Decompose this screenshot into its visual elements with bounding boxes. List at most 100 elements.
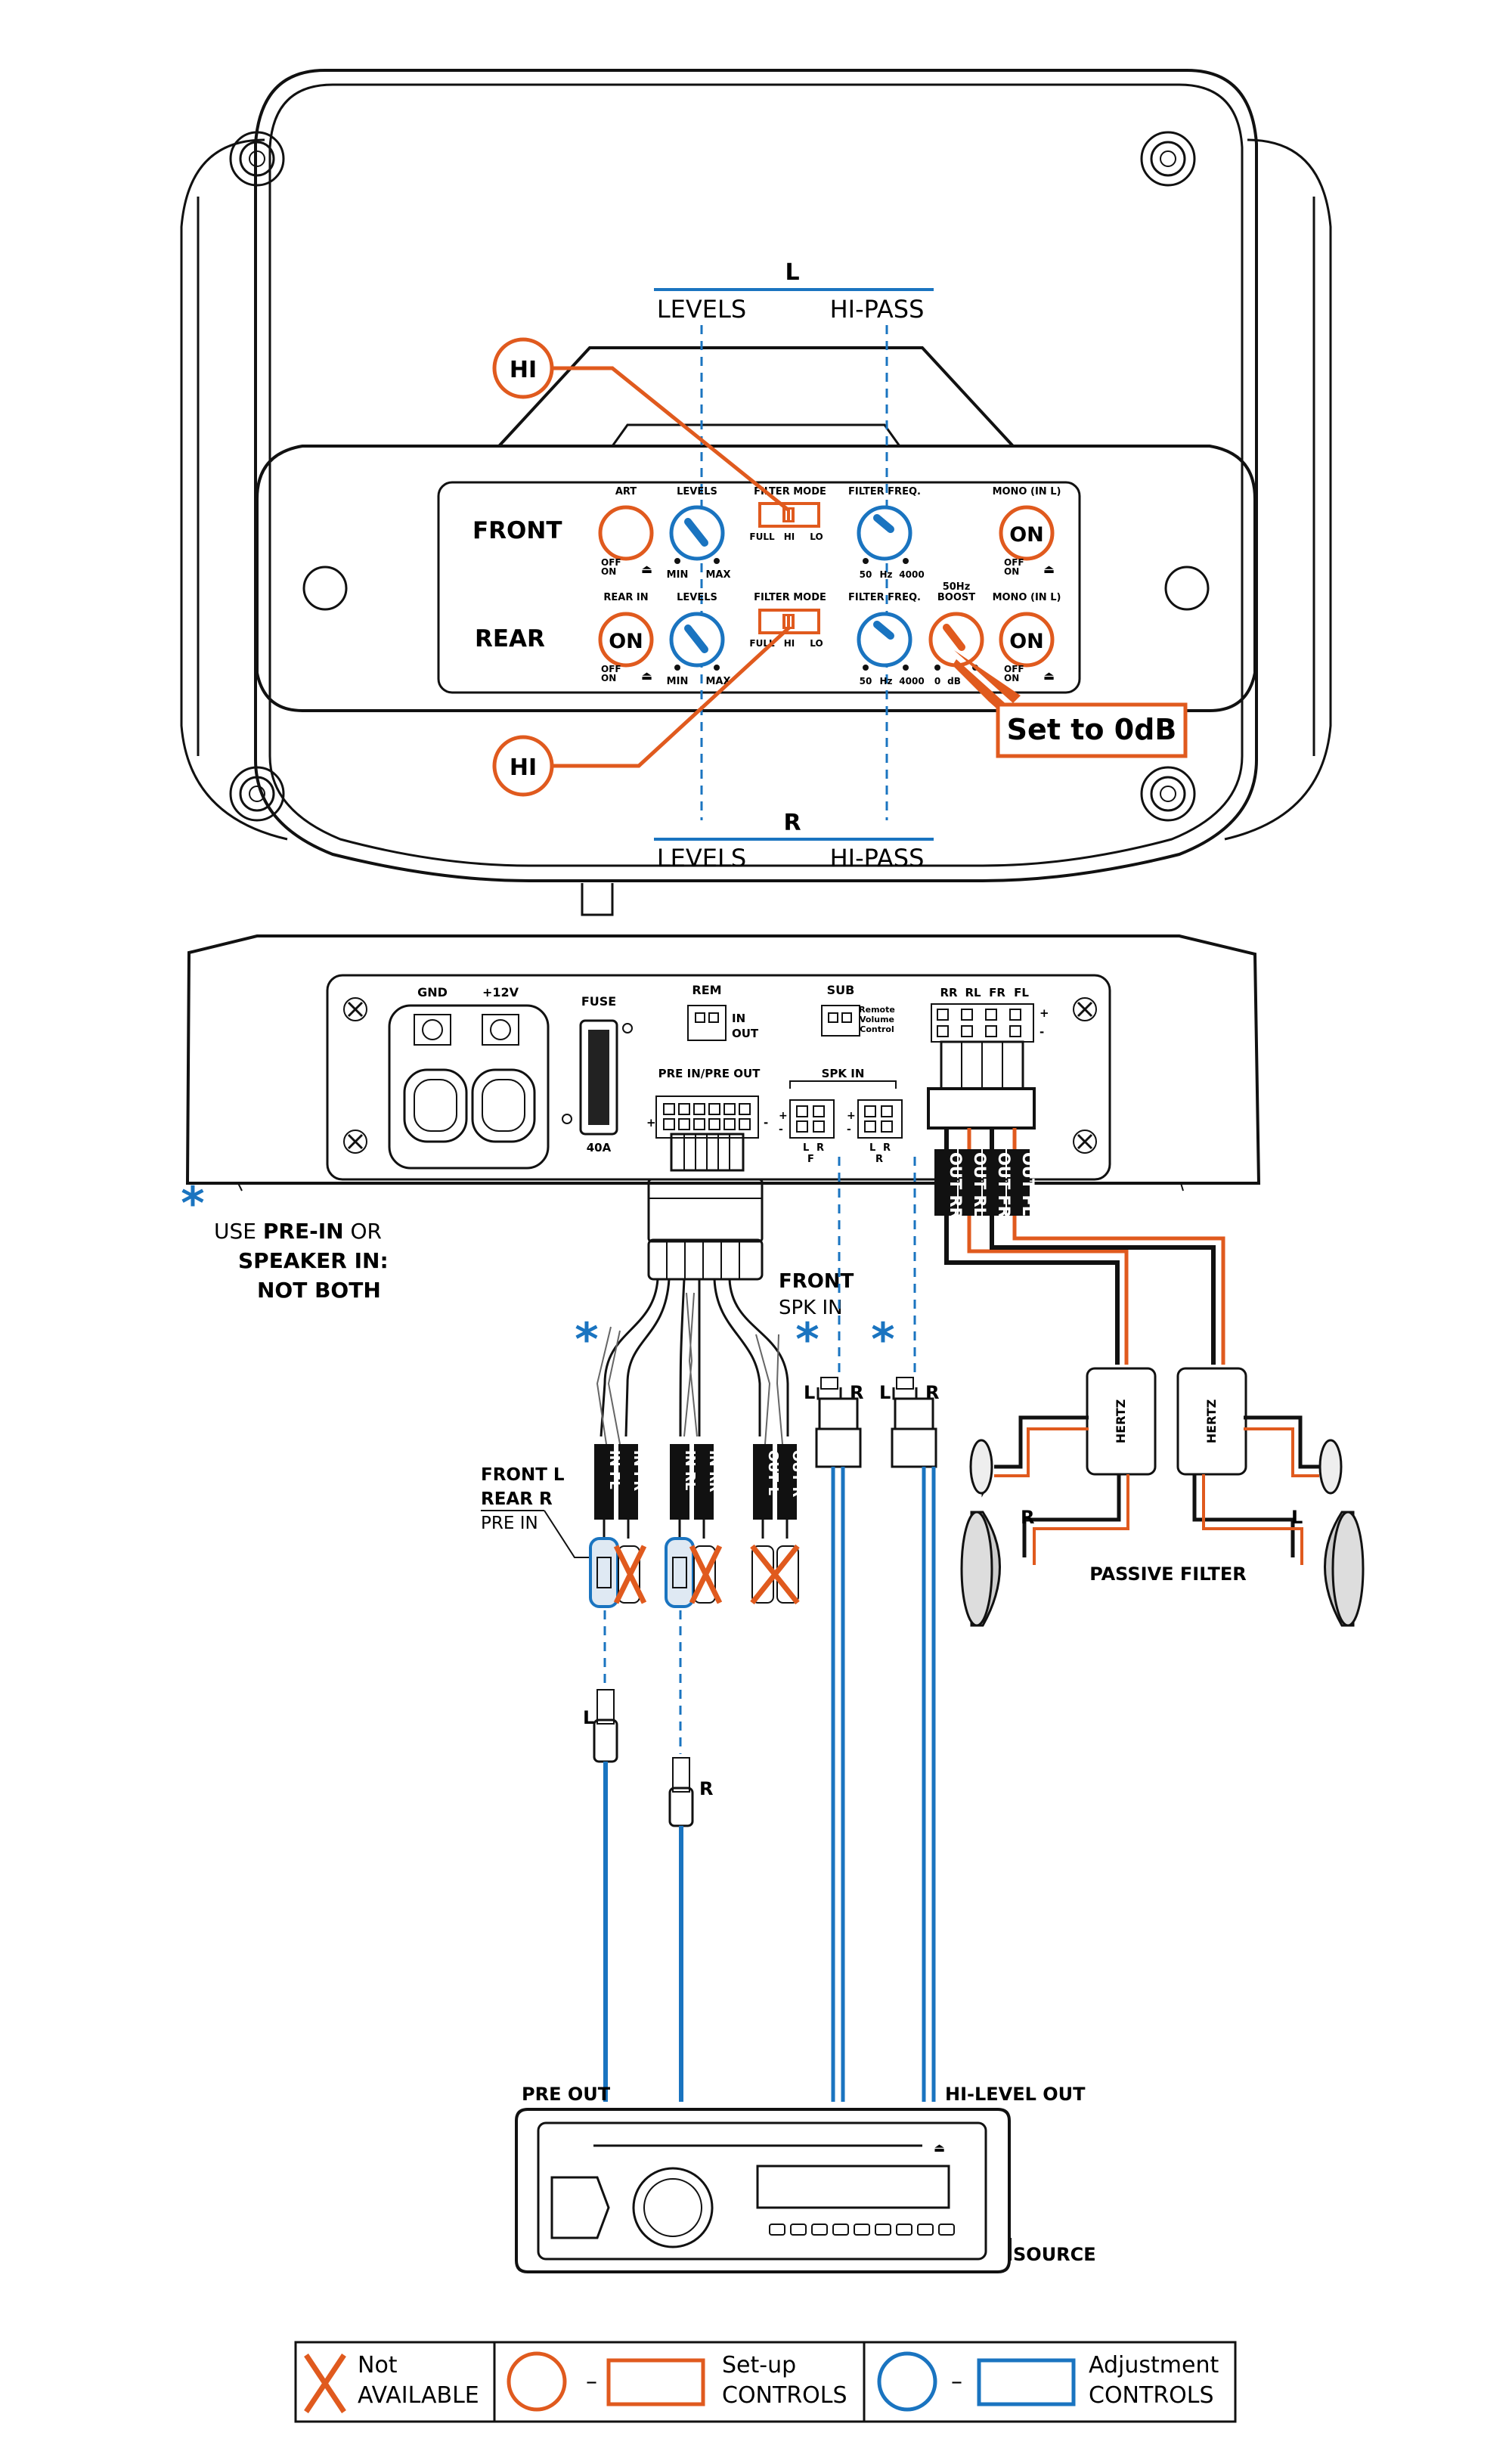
freq-4000-label: 4000 [899,676,924,686]
max-label: MAX [705,676,730,687]
pre-in-note-2: REAR R [481,1489,553,1509]
switch-icon: ⏏ [1043,668,1055,683]
woofer-left [1324,1511,1365,1627]
spk-in-f-label: F [807,1154,814,1165]
pre-in-out-connector [655,1095,759,1139]
rear-filter-freq-knob[interactable] [857,612,912,668]
control-panel [437,481,1081,694]
hz-label: Hz [879,569,892,580]
off-label: OFF [601,664,621,674]
front-mono-switch[interactable]: ON [999,505,1055,561]
display [756,2165,950,2209]
front-filter-mode-switch[interactable] [758,502,820,528]
hi-callout-bottom [492,735,554,797]
min-label: MIN [667,569,689,581]
control-panel-contents: FRONT REAR ART LEVELS FILTER MODE FILTER… [472,486,1061,687]
spk-in-plug-rear: * L R [871,1313,939,2102]
lo-label: LO [810,531,823,542]
hipass-top-label: HI-PASS [830,295,925,324]
rca-plug-in-fl [589,1537,619,1608]
front-spk-in-2: SPK IN [779,1297,843,1319]
not-available-icon [613,1545,647,1604]
boost-hz-header: 50Hz [943,581,971,593]
panel-screw [343,997,367,1021]
rca-plug-in-rr [693,1545,716,1604]
bass-boost-knob[interactable] [928,612,984,668]
art-label: ART [615,486,637,497]
legend-adjust-rect-icon [977,2358,1076,2406]
use-line-2: SPEAKER IN: [238,1248,389,1273]
spk-in-rear-connector [857,1099,903,1139]
gnd-label: GND [417,985,448,999]
channel-headers: L LEVELS HI-PASS R LEVELS HI-PASS [654,259,934,872]
rca-r-label: R [699,1778,713,1799]
knob-on-text: ON [1009,630,1044,653]
hipass-bottom-label: HI-PASS [830,844,925,872]
passive-filter-label: PASSIVE FILTER [1089,1563,1247,1585]
spk-in-rear-label: R [875,1154,883,1165]
rem-label: REM [692,983,721,997]
switch-icon: ⏏ [641,562,652,576]
min-label: MIN [667,676,689,687]
filter-freq-header: FILTER FREQ. [848,486,921,497]
in-fl-label: IN FL [606,1450,622,1489]
remote-label: Remote [859,1005,895,1015]
knob-on-text: ON [1009,523,1044,547]
pre-in-note-3: PRE IN [481,1514,538,1533]
pre-harness: IN FL IN FR IN RL IN RR OUT L OUT R * [575,1133,805,1608]
plus-sign: + [646,1116,656,1130]
plus-sign: + [779,1110,788,1122]
legend-setup-rect-icon [606,2358,705,2406]
levels-header: LEVELS [677,486,717,497]
pre-in-out-label: PRE IN/PRE OUT [658,1067,761,1080]
tweeter-right [969,1439,993,1498]
off-label: OFF [1004,557,1024,568]
off-label: OFF [601,557,621,568]
source-rca-right: R [668,1757,713,2102]
fuse-holder [579,1019,618,1136]
corner-bolt [229,131,285,187]
front-row-label: FRONT [472,517,562,544]
legend-available-label: AVAILABLE [358,2382,479,2409]
use-line-1: USE PRE-IN OR [214,1219,382,1244]
filter-brand-text: HERTZ [1114,1399,1128,1443]
minus-sign: - [779,1123,783,1136]
asterisk-mark: * [575,1313,598,1366]
front-spk-in-1: FRONT [779,1270,854,1293]
not-available-icon [750,1544,800,1605]
sub-remote-connector [821,1005,860,1037]
in-rl-label: IN RL [682,1450,698,1490]
rear-mono-switch[interactable]: ON [999,612,1055,668]
corner-bolt [229,766,285,822]
rem-in-label: IN [732,1012,745,1025]
rear-level-knob[interactable] [669,612,725,668]
out-fr-label: OUT FR [995,1152,1013,1218]
filter-freq-header: FILTER FREQ. [848,592,921,603]
hi-level-out-label: HI-LEVEL OUT [945,2084,1086,2105]
hi-label: HI [784,638,795,649]
panel-screw [343,1130,367,1154]
freq-4000-label: 4000 [899,569,924,580]
levels-top-label: LEVELS [657,295,746,324]
spk-in-l-label: L [803,1142,809,1154]
source-rca-left: L [583,1689,618,2102]
fr-label: FR [989,986,1005,999]
switch-icon: ⏏ [641,668,652,683]
legend-setup-circle-icon [507,2351,567,2412]
minus-sign: - [1040,1025,1044,1039]
sub-label: SUB [827,983,855,997]
hi-callout-top [492,337,554,399]
switch-icon: ⏏ [1043,562,1055,576]
notes: * USE PRE-IN OR SPEAKER IN: NOT BOTH FRO… [181,1177,854,1558]
front-filter-freq-knob[interactable] [857,505,912,561]
rear-filter-mode-switch[interactable] [758,609,820,634]
volume-knob [632,2167,714,2248]
legend-dash: – [951,2369,962,2395]
art-switch[interactable] [598,505,654,561]
rear-row-label: REAR [475,625,545,652]
out-l-label: OUT L [765,1450,781,1495]
pre-out-label: PRE OUT [522,2084,611,2105]
left-channel-label: L [785,259,799,286]
front-level-knob[interactable] [669,505,725,561]
rear-in-switch[interactable]: ON [598,612,654,668]
